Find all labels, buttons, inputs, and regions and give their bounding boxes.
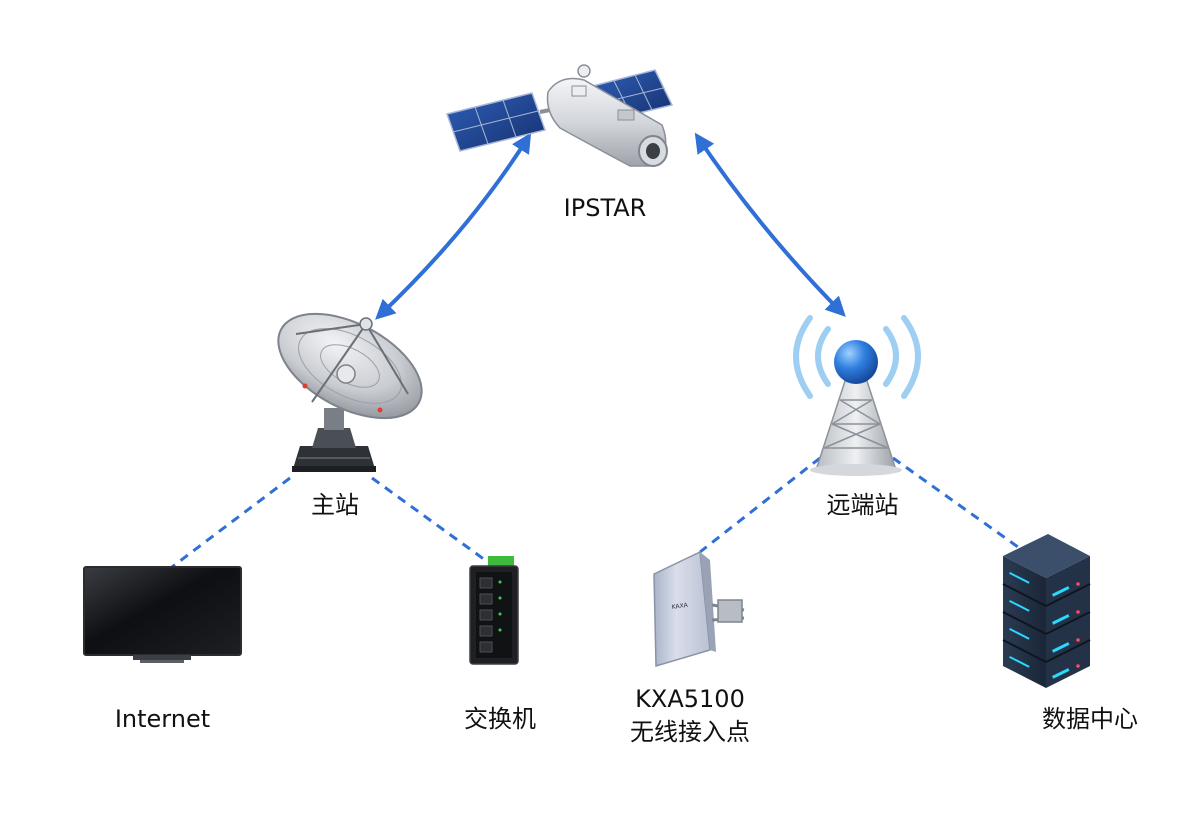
switch-label: 交换机 xyxy=(464,705,536,733)
link-satellite-remote xyxy=(694,132,846,317)
network-switch-icon xyxy=(469,556,519,665)
wireless-access-point-icon: KAXA xyxy=(653,550,745,667)
satellite-label: IPSTAR xyxy=(563,194,647,222)
link-hub-switch xyxy=(371,476,493,567)
monitor-icon xyxy=(83,566,242,663)
server-rack-icon xyxy=(1002,534,1091,688)
ap-brand-text: KAXA xyxy=(671,602,689,611)
remote-label: 远端站 xyxy=(826,491,899,519)
link-hub-internet xyxy=(171,476,291,569)
datacenter-label: 数据中心 xyxy=(1042,705,1138,733)
link-hub-satellite xyxy=(375,132,532,320)
ap-label-type: 无线接入点 xyxy=(630,718,750,746)
radio-tower-icon xyxy=(793,315,921,476)
satellite-dish-icon xyxy=(277,312,423,472)
satellite-icon xyxy=(446,64,674,167)
internet-label: Internet xyxy=(114,705,211,733)
ap-label-model: KXA5100 xyxy=(635,685,745,713)
hub-label: 主站 xyxy=(311,491,359,519)
